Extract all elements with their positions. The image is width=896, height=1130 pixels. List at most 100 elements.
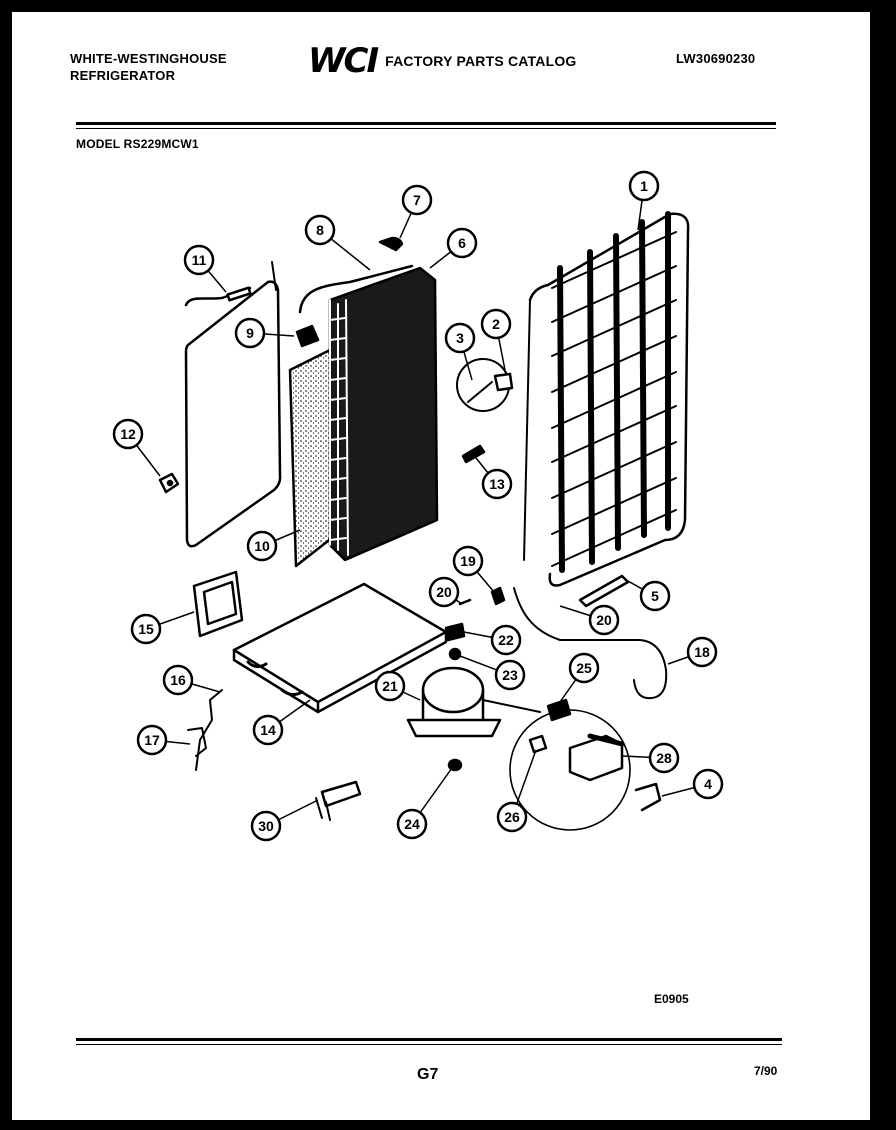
- capillary-fitting-part: [493, 372, 514, 392]
- callout-22: 22: [490, 624, 522, 656]
- callout-18: 18: [686, 636, 718, 668]
- compressor-part: [406, 666, 541, 738]
- brand-block: WHITE-WESTINGHOUSE REFRIGERATOR: [70, 50, 227, 84]
- svg-text:25: 25: [576, 660, 592, 676]
- mounting-bracket-part: [192, 570, 244, 638]
- callout-20b: 20: [588, 604, 620, 636]
- relay-part: [490, 586, 506, 606]
- document-number: LW30690230: [676, 51, 756, 66]
- callout-19: 19: [452, 545, 484, 577]
- page-number: G7: [417, 1066, 439, 1083]
- svg-text:4: 4: [704, 776, 712, 792]
- model-number: MODEL RS229MCW1: [76, 137, 199, 151]
- callout-1: 1: [628, 170, 660, 202]
- svg-text:30: 30: [258, 818, 274, 834]
- svg-text:11: 11: [192, 252, 207, 268]
- base-plate-part: [232, 582, 448, 714]
- grommet-part: [448, 647, 462, 661]
- overload-part: [528, 734, 548, 754]
- relay-cover-part: [568, 734, 624, 782]
- svg-text:22: 22: [498, 632, 514, 648]
- callout-10: 10: [246, 530, 278, 562]
- svg-text:18: 18: [694, 644, 710, 660]
- appliance-type: REFRIGERATOR: [70, 68, 176, 83]
- callout-17: 17: [136, 724, 168, 756]
- svg-text:24: 24: [404, 816, 420, 832]
- svg-text:28: 28: [656, 750, 672, 766]
- footer-rule-bottom: [76, 1044, 782, 1045]
- header-rule-bottom: [76, 128, 776, 129]
- callout-26: 26: [496, 801, 528, 833]
- svg-text:5: 5: [651, 588, 659, 604]
- callout-21: 21: [374, 670, 406, 702]
- footer-rule-top: [76, 1038, 782, 1041]
- grommet-part: [444, 622, 466, 642]
- callout-25: 25: [568, 652, 600, 684]
- svg-text:23: 23: [502, 667, 518, 683]
- clip-part: [158, 472, 180, 494]
- svg-text:1: 1: [640, 178, 648, 194]
- grommet-part: [447, 758, 463, 772]
- svg-text:8: 8: [316, 222, 324, 238]
- callout-2: 2: [480, 308, 512, 340]
- condenser-coil-part: [523, 211, 690, 587]
- callout-16: 16: [162, 664, 194, 696]
- svg-text:16: 16: [170, 672, 186, 688]
- filter-drier-part: [578, 574, 630, 608]
- callout-8: 8: [304, 214, 336, 246]
- clamp-part: [378, 236, 404, 252]
- drier-part: [467, 381, 493, 403]
- bracket-part: [315, 780, 362, 821]
- callout-5: 5: [639, 580, 671, 612]
- relay-part: [546, 698, 572, 722]
- callout-12: 12: [112, 418, 144, 450]
- svg-text:26: 26: [504, 809, 520, 825]
- figure-code: E0905: [654, 992, 689, 1006]
- svg-text:6: 6: [458, 235, 466, 251]
- callout-28: 28: [648, 742, 680, 774]
- catalog-heading: WCI FACTORY PARTS CATALOG: [308, 44, 577, 78]
- svg-text:20: 20: [596, 612, 612, 628]
- callout-14: 14: [252, 714, 284, 746]
- callout-23: 23: [494, 659, 526, 691]
- catalog-page: WHITE-WESTINGHOUSE REFRIGERATOR WCI FACT…: [12, 12, 870, 1120]
- callout-3: 3: [444, 322, 476, 354]
- header-rule-top: [76, 122, 776, 125]
- revision-date: 7/90: [754, 1064, 778, 1078]
- wire-harness-part: [187, 689, 223, 771]
- power-cord-part: [513, 587, 668, 700]
- svg-text:13: 13: [489, 476, 505, 492]
- callout-11: 11: [183, 244, 215, 276]
- door-panel-part: [184, 261, 282, 548]
- svg-text:15: 15: [138, 621, 154, 637]
- callout-24: 24: [396, 808, 428, 840]
- svg-text:3: 3: [456, 330, 464, 346]
- svg-text:17: 17: [144, 732, 160, 748]
- evaporator-coil-part: [328, 266, 439, 562]
- callout-group: 1 2 3 4 5 6 7 8 9 10 11 12 13 14 15 16 1…: [112, 170, 724, 842]
- svg-text:9: 9: [246, 325, 254, 341]
- clip-part: [634, 782, 662, 812]
- screw-part: [461, 444, 486, 464]
- callout-20: 20: [428, 576, 460, 608]
- svg-text:2: 2: [492, 316, 500, 332]
- callout-9: 9: [234, 317, 266, 349]
- callout-6: 6: [446, 227, 478, 259]
- bracket-part: [295, 324, 320, 348]
- svg-text:20: 20: [436, 584, 452, 600]
- svg-text:14: 14: [260, 722, 276, 738]
- svg-text:21: 21: [382, 678, 398, 694]
- callout-15: 15: [130, 613, 162, 645]
- svg-text:10: 10: [254, 538, 270, 554]
- callout-4: 4: [692, 768, 724, 800]
- svg-text:12: 12: [120, 426, 136, 442]
- svg-text:7: 7: [413, 192, 421, 208]
- catalog-title: FACTORY PARTS CATALOG: [385, 52, 577, 69]
- brand-name: WHITE-WESTINGHOUSE: [70, 51, 227, 66]
- svg-text:19: 19: [460, 553, 476, 569]
- wci-logo: WCI: [308, 41, 379, 81]
- callout-30: 30: [250, 810, 282, 842]
- callout-7: 7: [401, 184, 433, 216]
- drain-tube-part: [298, 264, 414, 314]
